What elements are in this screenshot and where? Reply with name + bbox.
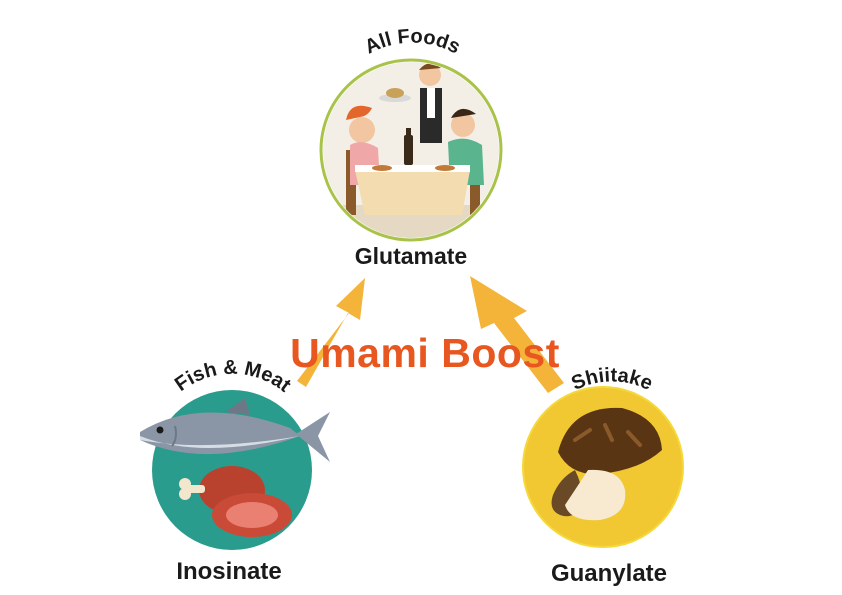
arrow-right-to-top [470, 276, 564, 393]
shiitake-mushroom-icon [551, 407, 662, 521]
diagram-title: Umami Boost [290, 330, 560, 376]
ham-meat-icon [179, 466, 292, 537]
label-glutamate: Glutamate [354, 243, 468, 269]
arrow-left-to-top [297, 278, 365, 387]
shiitake-illustration [522, 386, 684, 548]
fish-meat-illustration [140, 390, 330, 550]
tuna-fish-icon [140, 398, 330, 462]
label-guanylate: Guanylate [550, 560, 668, 587]
arc-label-all-foods: All Foods [361, 25, 463, 58]
restaurant-scene-illustration [319, 58, 503, 242]
label-inosinate: Inosinate [176, 558, 282, 585]
